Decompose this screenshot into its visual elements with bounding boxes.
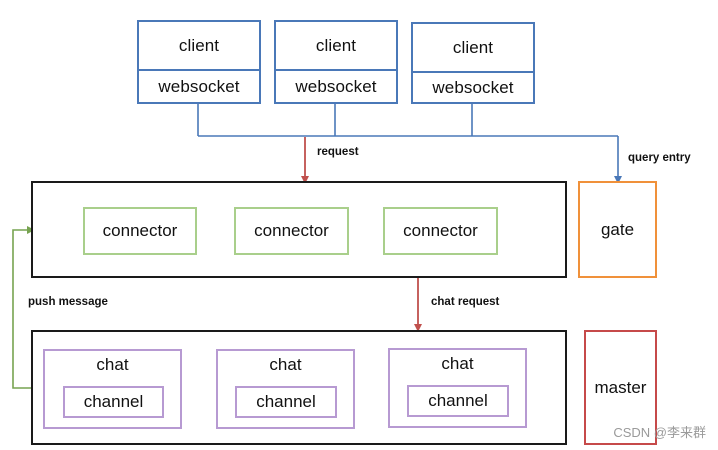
chat-label: chat (441, 354, 474, 373)
chat-node-2: chat channel (216, 349, 355, 429)
chat-node-1: chat channel (43, 349, 182, 429)
chat-label: chat (269, 355, 302, 374)
master-node: master (584, 330, 657, 445)
chat-request-label: chat request (431, 296, 500, 308)
request-label: request (317, 146, 359, 158)
client-label: client (178, 35, 220, 55)
client-node-1: client websocket (137, 20, 261, 104)
gate-node: gate (578, 181, 657, 278)
websocket-label: websocket (139, 69, 259, 102)
client-bus-lines (197, 104, 618, 137)
chat-label: chat (96, 355, 129, 374)
push-message-label: push message (28, 296, 108, 308)
chat-frame: chat channel chat channel chat channel (31, 330, 567, 445)
channel-node: channel (407, 385, 509, 417)
client-label: client (315, 35, 357, 55)
client-label: client (452, 37, 494, 57)
connector-node-3: connector (383, 207, 498, 255)
push-message-arrow (12, 226, 43, 389)
chat-node-3: chat channel (388, 348, 527, 428)
connector-node-1: connector (83, 207, 197, 255)
websocket-label: websocket (276, 69, 396, 102)
watermark-text: CSDN @李来群 (613, 425, 706, 440)
channel-node: channel (63, 386, 164, 418)
connector-frame: connector connector connector (31, 181, 567, 278)
client-node-3: client websocket (411, 22, 535, 104)
client-node-2: client websocket (274, 20, 398, 104)
connector-node-2: connector (234, 207, 349, 255)
websocket-label: websocket (413, 71, 533, 102)
query-entry-label: query entry (628, 152, 691, 164)
channel-node: channel (235, 386, 337, 418)
